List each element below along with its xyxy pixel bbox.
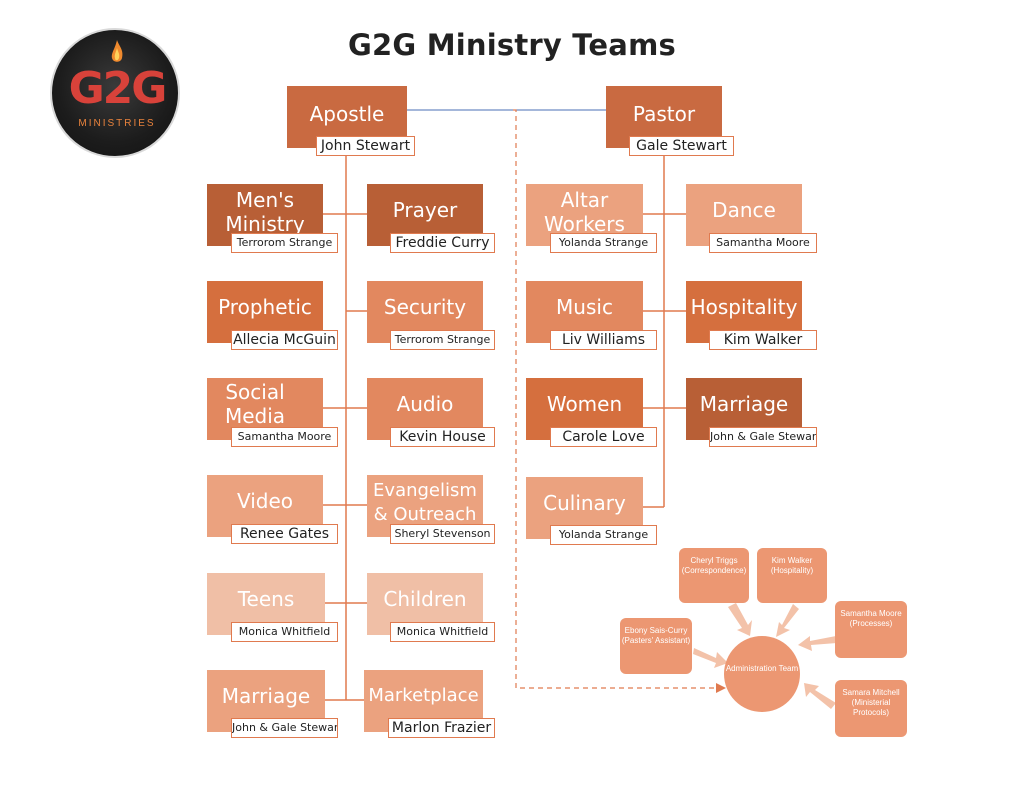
team-lead: Kim Walker xyxy=(709,330,817,350)
admin-member-name: Samara Mitchell xyxy=(842,688,900,697)
team-label: Video xyxy=(236,489,294,513)
team-lead: Terrorom Strange xyxy=(231,233,338,253)
admin-member-role: (Processes) xyxy=(849,619,893,628)
team-lead: Carole Love xyxy=(550,427,657,447)
page-title: G2G Ministry Teams xyxy=(348,28,676,62)
admin-member-name: Samantha Moore xyxy=(840,609,902,618)
team-lead: Marlon Frazier xyxy=(388,718,495,738)
apostle-name: John Stewart xyxy=(316,136,415,156)
team-lead: Yolanda Strange xyxy=(550,525,657,545)
team-lead: Allecia McGuin xyxy=(231,330,338,350)
admin-member: Cheryl Triggs (Correspondence) xyxy=(679,548,749,603)
team-lead: Yolanda Strange xyxy=(550,233,657,253)
admin-center-label: Administration Team xyxy=(725,664,799,673)
team-lead: Monica Whitfield xyxy=(231,622,338,642)
team-label: Culinary xyxy=(543,491,626,515)
admin-member-name: Cheryl Triggs xyxy=(690,556,738,565)
admin-member-role: (Hospitality) xyxy=(770,566,814,575)
team-lead: John & Gale Stewart xyxy=(709,427,817,447)
team-label: Prophetic xyxy=(218,295,312,319)
flame-icon xyxy=(111,40,123,62)
team-lead: Samantha Moore xyxy=(231,427,338,447)
team-lead: Kevin House xyxy=(390,427,495,447)
logo-letters: G2G xyxy=(68,63,168,114)
team-label: Marriage xyxy=(699,392,789,416)
team-label: Social Media xyxy=(224,380,286,428)
team-lead: Monica Whitfield xyxy=(390,622,495,642)
team-lead: Liv Williams xyxy=(550,330,657,350)
team-label: Altar Workers xyxy=(544,188,625,236)
team-label: Men's Ministry xyxy=(225,188,305,236)
admin-member-role: (Correspondence) xyxy=(681,566,747,575)
team-lead: Renee Gates xyxy=(231,524,338,544)
team-label: Children xyxy=(383,587,467,611)
team-lead: John & Gale Stewart xyxy=(231,718,338,738)
admin-member: Samantha Moore (Processes) xyxy=(835,601,907,658)
team-lead: Freddie Curry xyxy=(390,233,495,253)
g2g-logo: G2G MINISTRIES xyxy=(50,28,180,158)
apostle-role: Apostle xyxy=(309,102,385,126)
admin-dashed-link xyxy=(513,109,718,689)
admin-member-role: (Pasters' Assistant) xyxy=(621,636,691,645)
team-label: Hospitality xyxy=(690,295,798,319)
team-lead: Terrorom Strange xyxy=(390,330,495,350)
team-label: Women xyxy=(546,392,623,416)
team-label: Dance xyxy=(712,198,776,222)
team-label: Prayer xyxy=(392,198,458,222)
team-label: Marketplace xyxy=(368,685,479,706)
admin-member-name: Kim Walker xyxy=(771,556,813,565)
admin-team-center: Administration Team xyxy=(724,636,800,712)
admin-member: Samara Mitchell (Ministerial Protocols) xyxy=(835,680,907,737)
admin-member-role: (Ministerial Protocols) xyxy=(851,698,891,717)
logo-subtitle: MINISTRIES xyxy=(78,118,156,129)
team-label: Music xyxy=(556,295,613,319)
team-label: Teens xyxy=(237,587,295,611)
team-label: Security xyxy=(383,295,467,319)
pastor-name: Gale Stewart xyxy=(629,136,734,156)
admin-member-name: Ebony Sais-Curry xyxy=(624,626,688,635)
team-label: Audio xyxy=(396,392,454,416)
admin-arrows xyxy=(693,603,837,709)
team-label: Evangelism & Outreach xyxy=(373,480,477,525)
admin-member: Ebony Sais-Curry (Pasters' Assistant) xyxy=(620,618,692,674)
team-lead: Samantha Moore xyxy=(709,233,817,253)
pastor-role: Pastor xyxy=(632,102,696,126)
team-lead: Sheryl Stevenson xyxy=(390,524,495,544)
admin-member: Kim Walker (Hospitality) xyxy=(757,548,827,603)
team-label: Marriage xyxy=(221,684,311,708)
